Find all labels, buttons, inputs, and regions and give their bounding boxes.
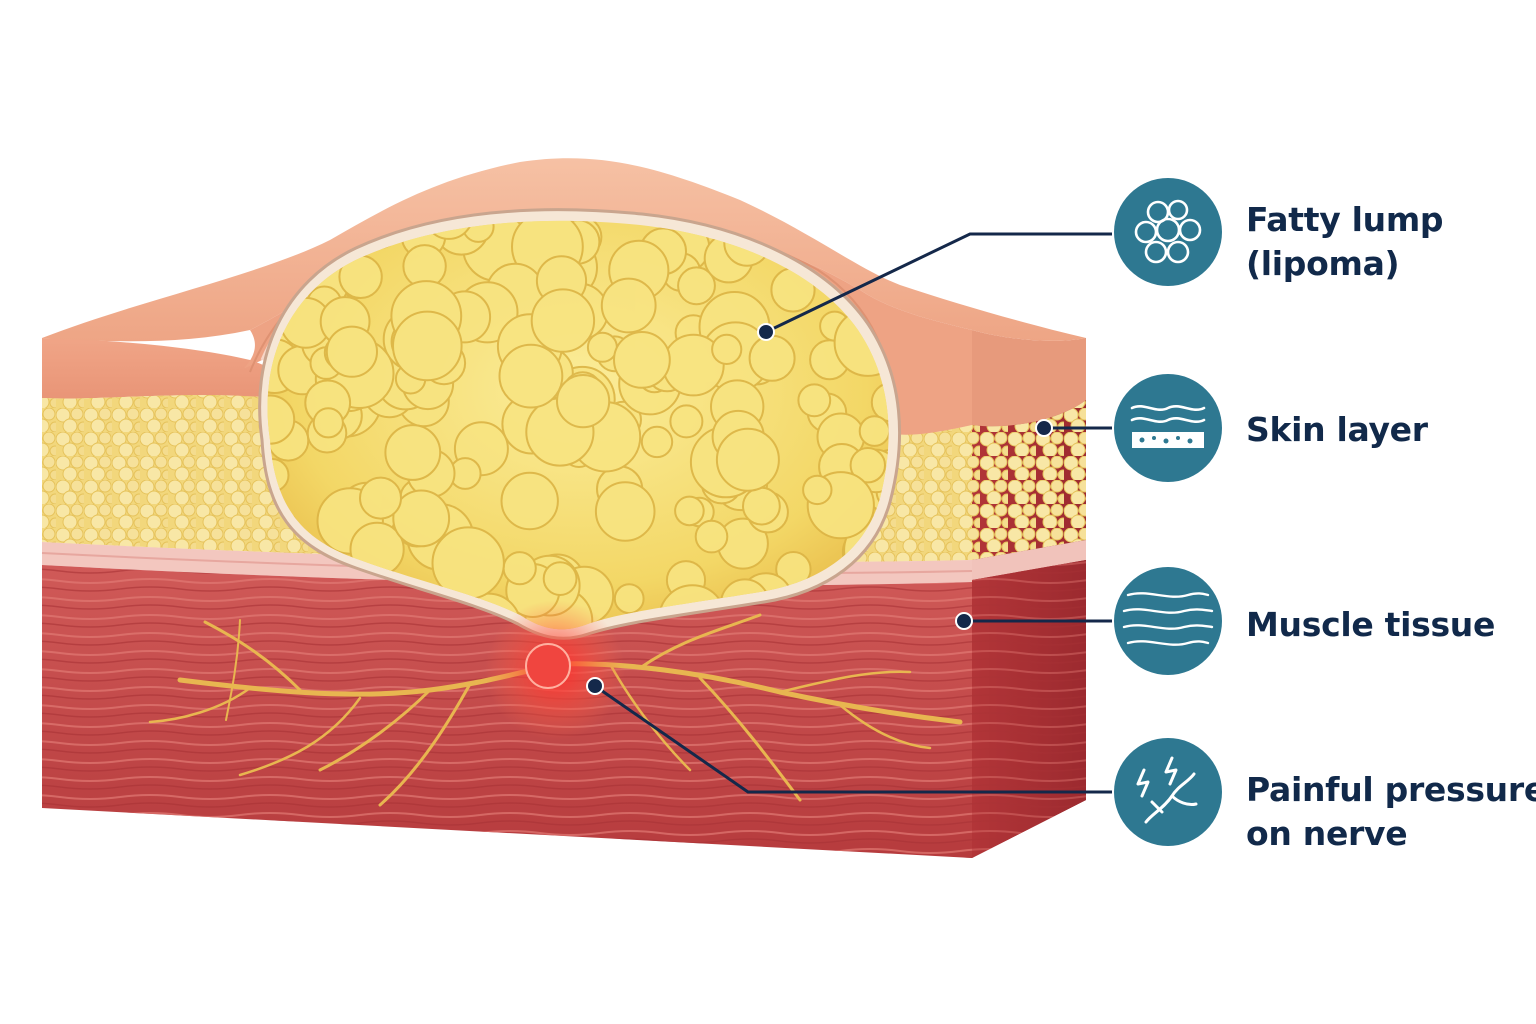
leader-fatty-lump bbox=[765, 232, 1112, 334]
fat-lobule bbox=[742, 486, 781, 526]
leader-dot-muscle bbox=[955, 612, 973, 630]
fat-lobule bbox=[669, 404, 704, 439]
fat-lobule bbox=[849, 447, 886, 484]
fat-lobule bbox=[542, 561, 578, 596]
fat-lobule bbox=[858, 415, 889, 447]
fat-lobule bbox=[870, 382, 889, 423]
fascia-side-face bbox=[972, 540, 1086, 580]
fat-lobule bbox=[613, 331, 671, 389]
skin-side-face bbox=[972, 330, 1086, 427]
label-fatty-lump: Fatty lump (lipoma) bbox=[1246, 198, 1444, 286]
fat-lobule bbox=[502, 551, 537, 586]
leader-nerve bbox=[594, 684, 1112, 794]
fat-lobule bbox=[711, 333, 743, 365]
muscle-fibers-icon bbox=[1114, 567, 1222, 675]
fat-lobule bbox=[530, 288, 596, 353]
label-fatty-lump-line1: Fatty lump bbox=[1246, 200, 1444, 239]
pressure-point bbox=[525, 643, 571, 689]
fat-lobule bbox=[556, 374, 611, 429]
fat-lobule bbox=[600, 277, 657, 334]
fat-lobule bbox=[694, 519, 729, 554]
fat-lobule bbox=[325, 325, 378, 378]
fat-lobule bbox=[613, 583, 645, 615]
fat-cells-icon bbox=[1114, 178, 1222, 286]
label-skin-layer-line1: Skin layer bbox=[1246, 410, 1428, 449]
fat-lobule bbox=[674, 495, 705, 527]
fat-lobule bbox=[883, 220, 889, 237]
fat-lobule bbox=[384, 424, 442, 481]
fat-lobule bbox=[500, 471, 559, 531]
fat-lobule bbox=[802, 474, 833, 506]
fat-lobule bbox=[594, 481, 656, 542]
fat-side-face bbox=[972, 400, 1086, 560]
skin-layers-icon bbox=[1114, 374, 1222, 482]
leader-dot-fatty bbox=[757, 323, 775, 341]
fat-lobule bbox=[846, 220, 889, 238]
label-muscle-tissue: Muscle tissue bbox=[1246, 603, 1495, 647]
label-nerve-pressure-line1: Painful pressure bbox=[1246, 770, 1536, 809]
label-nerve-pressure-line2: on nerve bbox=[1246, 814, 1408, 853]
fat-lobule bbox=[312, 407, 344, 439]
fat-lobule bbox=[715, 427, 780, 492]
fat-lobule bbox=[748, 334, 796, 382]
label-skin-layer: Skin layer bbox=[1246, 408, 1428, 452]
fat-lobule bbox=[797, 383, 832, 418]
label-nerve-pressure: Painful pressure on nerve bbox=[1246, 768, 1536, 856]
nerve-pain-icon bbox=[1114, 738, 1222, 846]
fat-lobule bbox=[677, 266, 716, 306]
leader-lines bbox=[594, 232, 1112, 794]
fat-lobule bbox=[392, 310, 463, 382]
leader-dot-nerve bbox=[586, 677, 604, 695]
fat-lobule bbox=[392, 489, 451, 548]
label-fatty-lump-line2: (lipoma) bbox=[1246, 244, 1400, 283]
fat-lobule bbox=[498, 343, 564, 409]
fat-lobule bbox=[359, 476, 402, 520]
leader-dot-skin bbox=[1035, 419, 1053, 437]
label-muscle-tissue-line1: Muscle tissue bbox=[1246, 605, 1496, 644]
fat-lobule bbox=[640, 425, 674, 459]
